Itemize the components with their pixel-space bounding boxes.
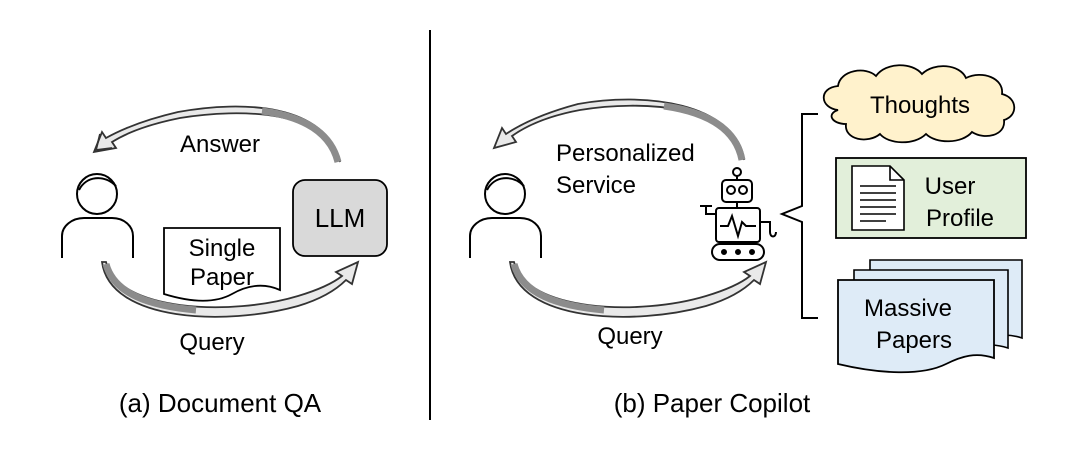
papers-label-line1: Massive — [864, 295, 952, 322]
single-paper-doc: Single Paper — [163, 227, 281, 302]
robot-icon — [700, 167, 777, 261]
query-label-b: Query — [597, 323, 662, 350]
paper-label-line1: Single — [189, 235, 256, 262]
query-arrow-a — [100, 260, 360, 318]
context-bracket — [779, 113, 818, 319]
user-profile-box: User Profile — [835, 157, 1027, 239]
llm-box: LLM — [292, 179, 388, 257]
thoughts-cloud: Thoughts — [822, 64, 1016, 144]
document-icon — [851, 165, 905, 231]
service-arrow — [492, 98, 746, 161]
papers-label-line2: Papers — [876, 327, 952, 354]
query-label-a: Query — [179, 329, 244, 356]
answer-arrow — [92, 105, 342, 163]
answer-label: Answer — [180, 131, 260, 158]
query-arrow-b — [508, 260, 768, 318]
user-icon — [61, 173, 134, 258]
thoughts-label: Thoughts — [870, 92, 970, 119]
profile-label-line2: Profile — [926, 205, 994, 232]
massive-papers-stack: Massive Papers — [837, 259, 1023, 374]
llm-label: LLM — [315, 203, 366, 233]
user-icon-b — [469, 173, 542, 258]
service-label-line2: Service — [556, 172, 636, 199]
service-label-line1: Personalized — [556, 140, 695, 167]
panel-a: Answer Query Single Paper LLM (a) Docume… — [61, 105, 388, 418]
paper-label-line2: Paper — [190, 264, 254, 291]
caption-a: (a) Document QA — [119, 388, 322, 418]
panel-b: Personalized Service — [469, 64, 1027, 418]
caption-b: (b) Paper Copilot — [614, 388, 811, 418]
profile-label-line1: User — [925, 173, 976, 200]
